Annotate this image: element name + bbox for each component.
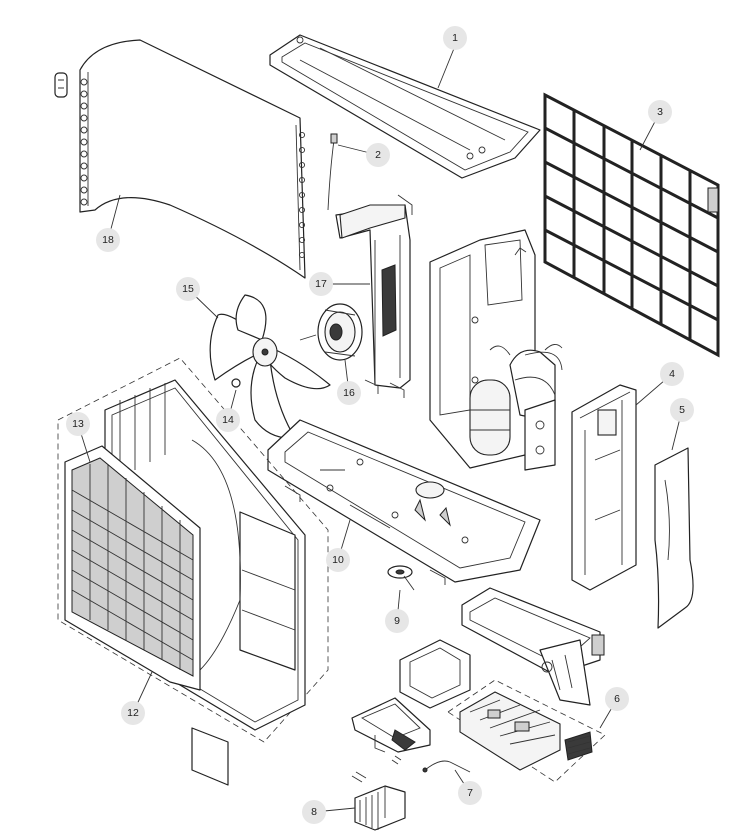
callout-7: 7: [458, 781, 482, 805]
callout-14: 14: [216, 408, 240, 432]
callout-label: 1: [452, 32, 458, 44]
callout-label: 8: [311, 806, 317, 818]
callout-label: 7: [467, 787, 473, 799]
callout-label: 12: [127, 707, 139, 719]
callout-label: 5: [679, 404, 685, 416]
callout-12: 12: [121, 701, 145, 725]
callout-label: 10: [332, 554, 344, 566]
part-top-cover: [269, 34, 541, 179]
callout-9: 9: [385, 609, 409, 633]
part-rear-guard: [543, 92, 720, 358]
part-sensor-wire: [327, 133, 338, 211]
callout-label: 13: [72, 418, 84, 430]
part-screws: [351, 755, 402, 783]
part-base-pan: [267, 419, 541, 585]
callout-1: 1: [443, 26, 467, 50]
callout-label: 18: [102, 234, 114, 246]
callout-label: 16: [343, 387, 355, 399]
part-electrical-box: [461, 587, 605, 706]
part-terminal-block: [354, 785, 406, 831]
part-side-panel: [571, 384, 637, 591]
part-fan-blade: [209, 294, 331, 439]
callout-4: 4: [660, 362, 684, 386]
callout-label: 17: [315, 278, 327, 290]
part-insulation-sheet: [654, 447, 694, 629]
part-pcb: [447, 679, 606, 783]
callout-2: 2: [366, 143, 390, 167]
callout-label: 4: [669, 368, 675, 380]
callout-label: 2: [375, 149, 381, 161]
callout-18: 18: [96, 228, 120, 252]
callout-label: 9: [394, 615, 400, 627]
callout-label: 14: [222, 414, 234, 426]
callout-5: 5: [670, 398, 694, 422]
part-reactor-cover: [399, 639, 471, 709]
callout-6: 6: [605, 687, 629, 711]
part-wire-clip: [422, 760, 471, 773]
callout-3: 3: [648, 100, 672, 124]
callout-17: 17: [309, 272, 333, 296]
front-panel-group-outline: [57, 357, 329, 743]
callout-label: 15: [182, 283, 194, 295]
part-drain-plug: [387, 565, 415, 591]
callout-15: 15: [176, 277, 200, 301]
callout-16: 16: [337, 381, 361, 405]
part-fan-motor: [299, 303, 363, 361]
part-small-plate: [191, 727, 229, 786]
callout-label: 6: [614, 693, 620, 705]
part-fan-guard: [64, 445, 201, 691]
part-motor-bracket: [335, 194, 413, 398]
part-terminal-bracket: [351, 697, 431, 753]
part-condenser-coil: [54, 39, 306, 279]
callout-13: 13: [66, 412, 90, 436]
part-compressor-assembly: [429, 229, 563, 471]
callout-label: 3: [657, 106, 663, 118]
callout-10: 10: [326, 548, 350, 572]
callout-8: 8: [302, 800, 326, 824]
